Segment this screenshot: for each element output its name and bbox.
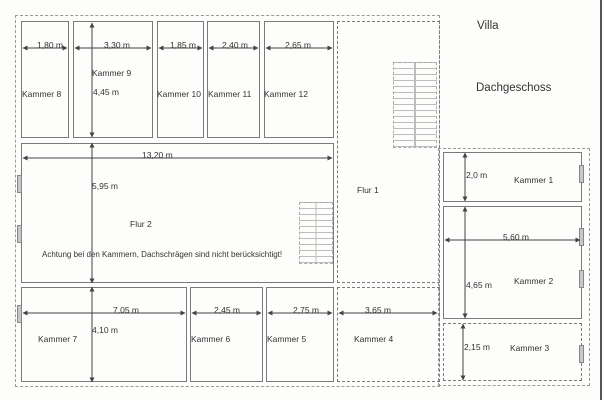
dim-kammer-2-width: 5,60 m — [503, 232, 529, 242]
label-kammer-5: Kammer 5 — [267, 334, 307, 344]
label-kammer-7: Kammer 7 — [38, 334, 78, 344]
staircase-lower — [299, 202, 333, 264]
room-kammer-2 — [443, 206, 582, 319]
dim-kammer-4-width: 3,65 m — [365, 305, 391, 315]
label-kammer-11: Kammer 11 — [208, 89, 252, 99]
label-kammer-8: Kammer 8 — [22, 89, 62, 99]
room-flur-2 — [21, 143, 334, 283]
dim-kammer-9-width: 3,30 m — [104, 40, 130, 50]
dim-kammer-11-width: 2,40 m — [222, 40, 248, 50]
label-kammer-10: Kammer 10 — [157, 89, 201, 99]
room-flur-1 — [337, 21, 440, 283]
room-kammer-6 — [190, 287, 263, 382]
label-kammer-12: Kammer 12 — [264, 89, 308, 99]
window — [17, 225, 22, 243]
dim-kammer-2-height: 4,65 m — [466, 280, 492, 290]
label-kammer-6: Kammer 6 — [191, 334, 231, 344]
window — [579, 270, 584, 288]
outer-wall-east-wing — [438, 148, 590, 386]
room-kammer-10 — [157, 21, 204, 138]
dim-kammer-7-height: 4,10 m — [92, 325, 118, 335]
room-kammer-12 — [264, 21, 334, 138]
label-kammer-4: Kammer 4 — [354, 334, 394, 344]
room-kammer-5 — [266, 287, 334, 382]
label-kammer-2: Kammer 2 — [514, 276, 554, 286]
room-kammer-9 — [73, 21, 153, 138]
room-kammer-7 — [21, 287, 187, 382]
plan-title: Villa — [477, 20, 499, 32]
label-kammer-9: Kammer 9 — [92, 68, 132, 78]
label-kammer-1: Kammer 1 — [514, 175, 554, 185]
dim-kammer-9-height: 4,45 m — [93, 87, 119, 97]
window — [579, 165, 584, 183]
page-edge — [600, 0, 602, 400]
dim-kammer-10-width: 1,85 m — [170, 40, 196, 50]
label-flur-1: Flur 1 — [357, 185, 379, 195]
window — [17, 305, 22, 323]
room-kammer-8 — [21, 21, 69, 138]
label-flur-2: Flur 2 — [130, 219, 152, 229]
dim-kammer-12-width: 2,65 m — [285, 40, 311, 50]
window — [579, 345, 584, 363]
window — [17, 175, 22, 193]
dim-flur-2-width: 13,20 m — [142, 150, 173, 160]
dim-kammer-1-height: 2,0 m — [466, 170, 488, 180]
slope-warning-note: Achtung bei den Kammern, Dachschrägen si… — [42, 250, 283, 259]
dim-kammer-8-width: 1,80 m — [37, 40, 63, 50]
dim-kammer-6-width: 2,45 m — [214, 305, 240, 315]
room-kammer-4 — [337, 287, 440, 382]
dim-kammer-3-height: 2,15 m — [464, 342, 490, 352]
staircase-upper — [393, 62, 437, 148]
plan-subtitle: Dachgeschoss — [476, 82, 552, 94]
room-kammer-11 — [207, 21, 260, 138]
label-kammer-3: Kammer 3 — [510, 343, 550, 353]
dim-flur-2-height: 5,95 m — [92, 181, 118, 191]
window — [579, 228, 584, 246]
dim-kammer-7-width: 7,05 m — [113, 305, 139, 315]
dim-kammer-5-width: 2,75 m — [293, 305, 319, 315]
